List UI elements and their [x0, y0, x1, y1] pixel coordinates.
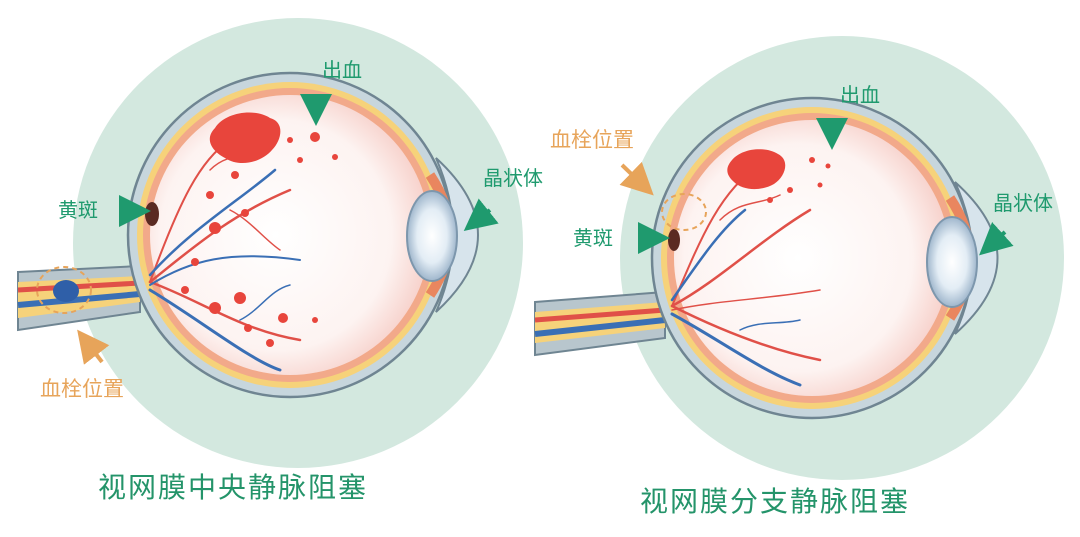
- right-optic-nerve: [534, 290, 666, 357]
- right-hemorrhage-label: 出血: [840, 83, 880, 107]
- left-thrombus-label: 血栓位置: [40, 377, 124, 401]
- left-lens: [406, 190, 458, 282]
- right-lens-label: 晶状体: [993, 191, 1053, 215]
- arrow-icon: [979, 222, 1014, 256]
- left-macula-label: 黄斑: [58, 198, 98, 222]
- right-lens: [926, 216, 978, 308]
- arrow-icon: [463, 198, 499, 231]
- right-eye: [534, 36, 1064, 480]
- left-vessels: [148, 139, 302, 372]
- left-optic-nerve: [17, 264, 141, 332]
- left-hemorrhage-patch: [209, 112, 281, 164]
- left-lens-label: 晶状体: [483, 166, 543, 190]
- left-hemorrhage-dots: [181, 132, 338, 347]
- arrow-icon: [619, 161, 654, 196]
- right-macula: [668, 229, 680, 251]
- right-title: 视网膜分支静脉阻塞: [640, 485, 911, 518]
- right-macula-label: 黄斑: [573, 226, 613, 250]
- arrow-icon: [77, 329, 110, 365]
- left-macula: [145, 202, 159, 226]
- right-vitreous: [674, 120, 950, 396]
- left-title: 视网膜中央静脉阻塞: [98, 471, 369, 504]
- dashed-circle-icon: [661, 193, 707, 231]
- left-eye: [17, 18, 523, 468]
- left-hemorrhage-label: 出血: [322, 58, 362, 82]
- right-hemorrhage-dots: [767, 157, 831, 203]
- right-hemorrhage-patch: [727, 149, 786, 190]
- dashed-circle-icon: [36, 266, 92, 314]
- right-thrombus-label: 血栓位置: [550, 128, 634, 152]
